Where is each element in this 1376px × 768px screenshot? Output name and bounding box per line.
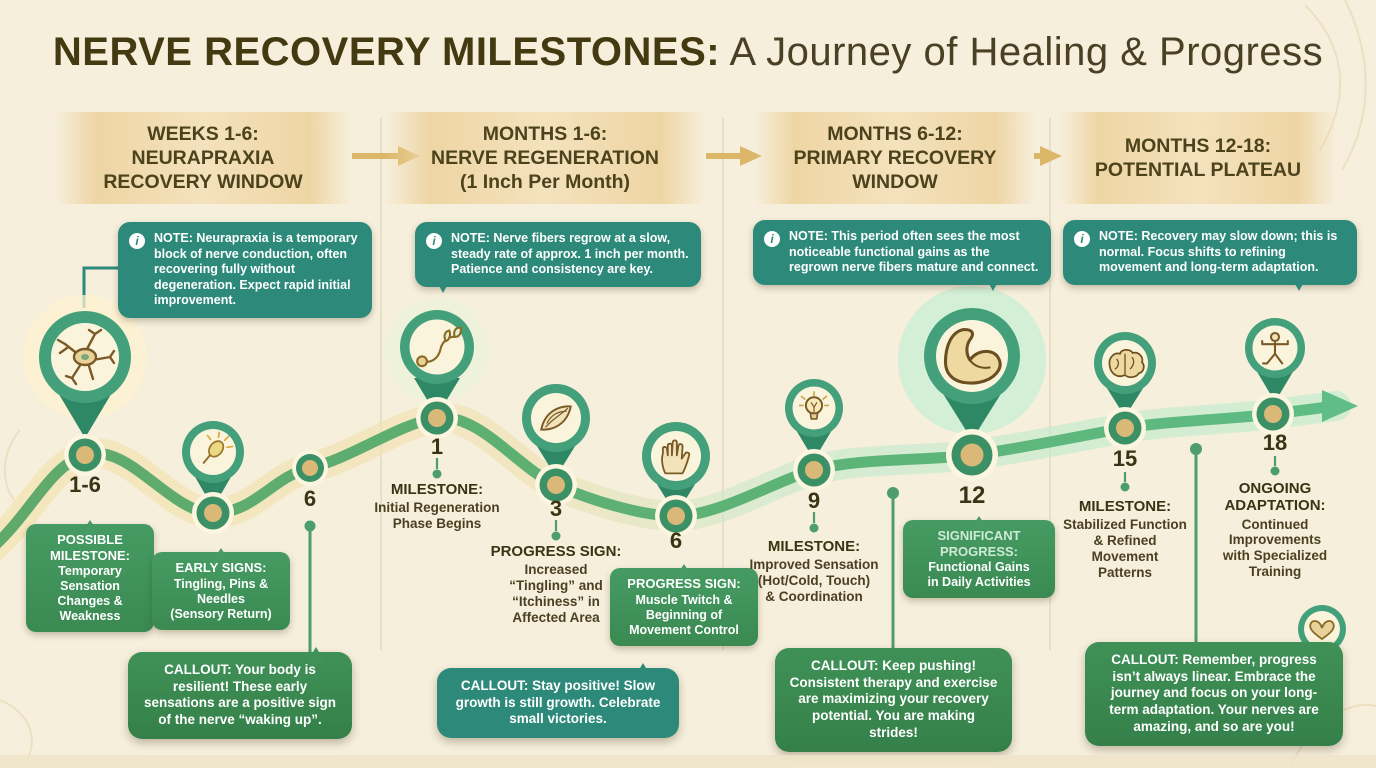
note-prefix: NOTE: <box>154 231 193 245</box>
callout-text: Your body is resilient! These early sens… <box>143 662 337 728</box>
milestone-heading: ONGOING ADAPTATION: <box>1224 480 1326 515</box>
timeline-label-month-1: 1 <box>430 434 444 459</box>
milestone-heading: MILESTONE: <box>1078 498 1172 515</box>
milestone-text-improved-sensation: MILESTONE: Improved Sensation (Hot/Cold,… <box>722 538 907 605</box>
bottom-decorative-band <box>0 755 1376 768</box>
callout-prefix: CALLOUT: <box>460 678 529 693</box>
muscle-fiber-pin <box>522 384 590 477</box>
note-prefix: NOTE: <box>451 231 490 245</box>
sparking-nerve-pin <box>182 421 244 508</box>
note-box-primary-recovery: i NOTE: This period often sees the most … <box>753 220 1051 290</box>
flexed-bicep-pin <box>924 308 1020 440</box>
brain-icon <box>1108 349 1145 378</box>
milestone-text-ongoing-adaptation: ONGOING ADAPTATION: Continued Improvemen… <box>1193 480 1358 580</box>
neuron-pin <box>39 311 131 438</box>
milestone-heading: PROGRESS SIGN: <box>490 543 622 560</box>
milestone-body: Tingling, Pins & Needles (Sensory Return… <box>170 576 272 621</box>
callout-prefix: CALLOUT: <box>810 658 879 673</box>
timeline-nodes <box>64 393 1294 537</box>
heart-badge <box>1298 605 1346 653</box>
milestone-box-progress-sign-6: PROGRESS SIGN: Muscle Twitch & Beginning… <box>610 568 758 646</box>
milestone-body: Continued Improvements with Specialized … <box>1222 516 1328 580</box>
milestone-heading: PROGRESS SIGN: <box>627 576 741 591</box>
page-title-main: NERVE RECOVERY MILESTONES: <box>52 30 721 74</box>
milestone-body: Increased “Tingling” and “Itchiness” in … <box>509 562 603 626</box>
note-box-plateau: i NOTE: Recovery may slow down; this is … <box>1063 220 1357 290</box>
milestone-text-initial-regeneration: MILESTONE: Initial Regeneration Phase Be… <box>347 481 527 532</box>
timeline-label-month-9: 9 <box>807 488 821 513</box>
milestone-body: Muscle Twitch & Beginning of Movement Co… <box>629 592 739 637</box>
milestone-body: Improved Sensation (Hot/Cold, Touch) & C… <box>749 557 879 605</box>
info-icon: i <box>426 233 442 249</box>
callout-box-stay-positive: CALLOUT: Stay positive! Slow growth is s… <box>437 662 679 739</box>
hand-icon <box>661 439 691 475</box>
callout-prefix: CALLOUT: <box>1111 652 1179 667</box>
info-icon: i <box>1074 231 1090 247</box>
neuron-icon <box>56 328 116 386</box>
callout-box-progress-not-linear: CALLOUT: Remember, progress isn’t always… <box>1085 642 1343 746</box>
milestone-body: Functional Gains in Daily Activities <box>927 560 1031 590</box>
milestone-body: Stabilized Function & Refined Movement P… <box>1063 517 1187 581</box>
note-text: Recovery may slow down; this is normal. … <box>1099 229 1338 274</box>
note-text: Nerve fibers regrow at a slow, steady ra… <box>451 231 689 276</box>
note-box-neurapraxia: i NOTE: Neurapraxia is a temporary block… <box>118 222 372 318</box>
milestone-heading: EARLY SIGNS: <box>175 560 267 575</box>
sparking-nerve-icon <box>202 431 234 464</box>
info-icon: i <box>129 233 145 249</box>
callout-text: Stay positive! Slow growth is still grow… <box>455 678 661 727</box>
milestone-heading: POSSIBLE MILESTONE: <box>50 532 130 563</box>
milestone-body: Temporary Sensation Changes & Weakness <box>57 564 123 624</box>
lightbulb-pin <box>785 379 843 460</box>
milestone-heading: MILESTONE: <box>767 538 861 555</box>
milestone-text-stabilized-function: MILESTONE: Stabilized Function & Refined… <box>1038 498 1213 581</box>
timeline-arrowhead <box>1322 390 1358 422</box>
page-title: NERVE RECOVERY MILESTONES: A Journey of … <box>0 30 1376 75</box>
number-ticks <box>432 456 1280 541</box>
yoga-pose-pin <box>1245 318 1305 402</box>
timeline-label-weeks-1-6: 1-6 <box>69 472 101 497</box>
brain-pin <box>1094 332 1156 417</box>
timeline-label-month-6: 6 <box>669 528 683 553</box>
timeline-label-month-3: 3 <box>549 496 563 521</box>
timeline-label-month-18: 18 <box>1262 430 1288 455</box>
note-connector <box>82 266 120 308</box>
milestone-body: Initial Regeneration Phase Begins <box>374 500 500 532</box>
flexed-bicep-icon <box>943 327 1002 385</box>
callout-box-early-sensations: CALLOUT: Your body is resilient! These e… <box>128 647 352 739</box>
callout-connectors <box>304 443 1202 654</box>
phase-header-months-6-12: MONTHS 6-12: PRIMARY RECOVERY WINDOW <box>755 112 1035 204</box>
phase-header-weeks-1-6: WEEKS 1-6: NEURAPRAXIA RECOVERY WINDOW <box>55 112 351 204</box>
phase-header-months-1-6: MONTHS 1-6: NERVE REGENERATION (1 Inch P… <box>385 112 705 204</box>
heart-icon <box>1309 620 1335 641</box>
phase-header-months-12-18: MONTHS 12-18: POTENTIAL PLATEAU <box>1060 112 1336 204</box>
timeline-label-week-6: 6 <box>303 486 317 511</box>
milestone-box-early-signs: EARLY SIGNS: Tingling, Pins & Needles (S… <box>152 552 290 630</box>
callout-text: Remember, progress isn’t always linear. … <box>1109 652 1319 734</box>
muscle-fiber-icon <box>540 405 572 431</box>
note-text: Neurapraxia is a temporary block of nerv… <box>154 231 358 307</box>
callout-prefix: CALLOUT: <box>164 662 232 677</box>
nerve-sprout-icon <box>416 326 462 368</box>
note-prefix: NOTE: <box>1099 229 1138 243</box>
milestone-text-progress-sign-3: PROGRESS SIGN: Increased “Tingling” and … <box>471 543 641 626</box>
milestone-box-significant-progress: SIGNIFICANT PROGRESS: Functional Gains i… <box>903 520 1055 599</box>
timeline-label-month-12: 12 <box>958 482 986 509</box>
page-title-sub: A Journey of Healing & Progress <box>720 30 1324 74</box>
note-text: This period often sees the most noticeab… <box>789 229 1039 274</box>
callout-box-keep-pushing: CALLOUT: Keep pushing! Consistent therap… <box>775 648 1012 752</box>
milestone-heading: SIGNIFICANT PROGRESS: <box>937 528 1021 559</box>
lightbulb-icon <box>798 391 830 420</box>
milestone-box-possible-milestone: POSSIBLE MILESTONE: Temporary Sensation … <box>26 524 154 633</box>
yoga-pose-icon <box>1261 331 1289 365</box>
callout-text: Keep pushing! Consistent therapy and exe… <box>789 658 998 740</box>
milestone-heading: MILESTONE: <box>390 481 484 498</box>
timeline-label-month-15: 15 <box>1112 446 1138 471</box>
note-prefix: NOTE: <box>789 229 828 243</box>
note-box-regeneration: i NOTE: Nerve fibers regrow at a slow, s… <box>415 222 701 292</box>
info-icon: i <box>764 231 780 247</box>
